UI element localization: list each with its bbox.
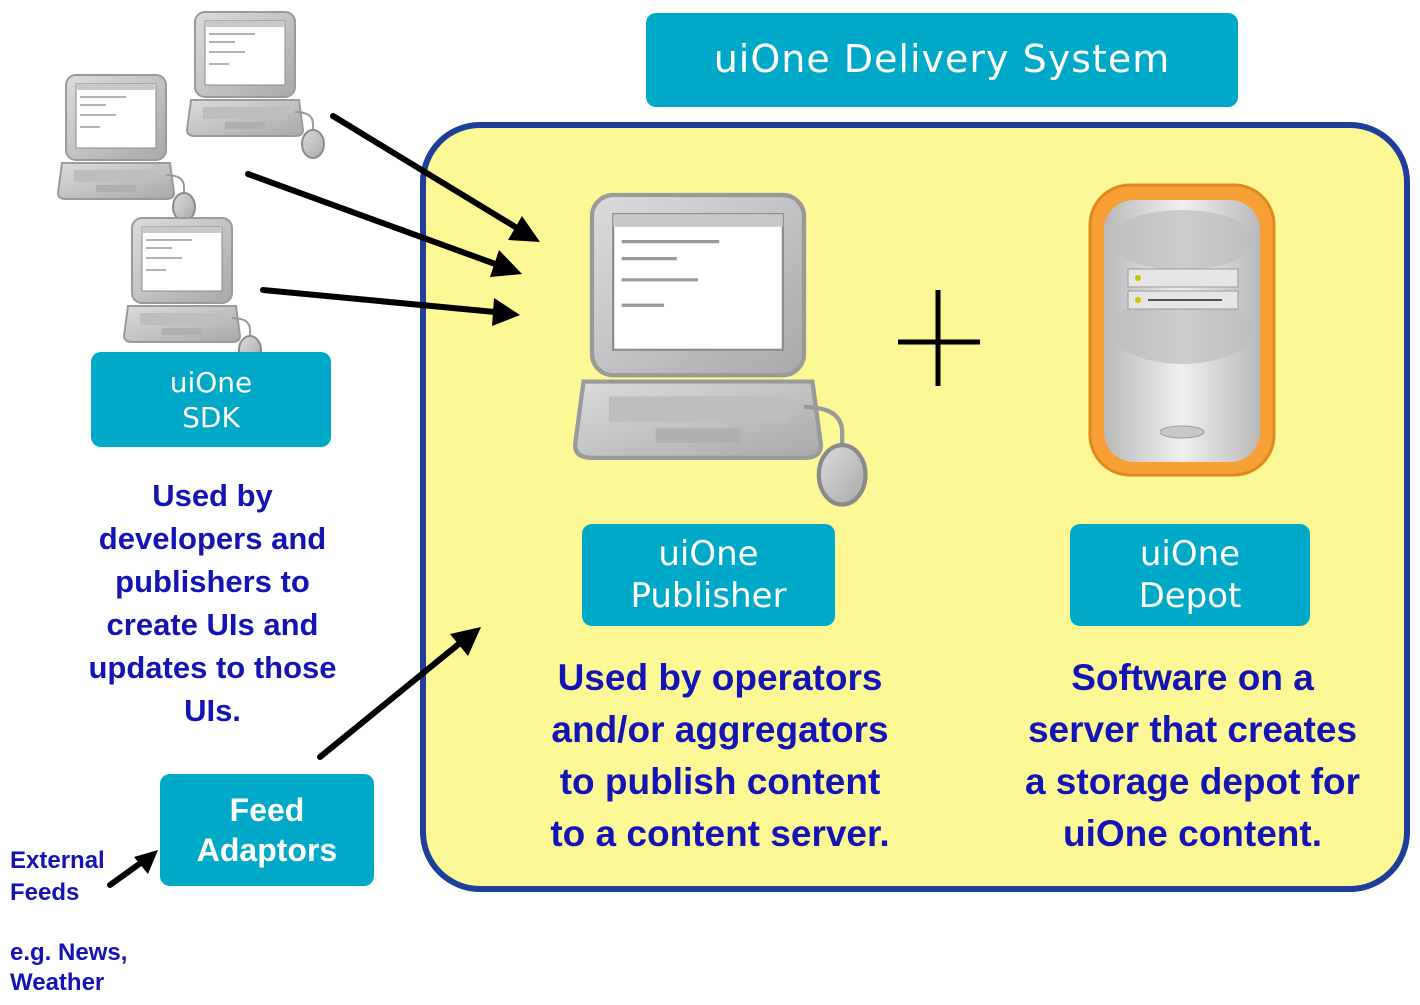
arrow-icon bbox=[245, 171, 522, 277]
publisher-label: uiOne Publisher bbox=[582, 524, 835, 626]
sdk-label-line2: SDK bbox=[182, 400, 240, 434]
feed-examples-line: e.g. News, bbox=[10, 939, 128, 966]
depot-description-line: server that creates bbox=[1027, 709, 1358, 750]
sdk-label-line1: uiOne bbox=[169, 365, 253, 399]
publisher-description-line: to a content server. bbox=[550, 813, 890, 854]
arrow-icon bbox=[107, 850, 158, 888]
depot-label: uiOne Depot bbox=[1070, 524, 1310, 626]
feed-examples-text: e.g. News, Weather bbox=[10, 938, 127, 998]
sdk-description-line: UIs. bbox=[184, 693, 241, 728]
publisher-label-line2: Publisher bbox=[630, 576, 787, 616]
depot-description: Software on a server that creates a stor… bbox=[985, 652, 1400, 860]
publisher-description-line: to publish content bbox=[559, 761, 881, 802]
sdk-description-line: Used by bbox=[152, 478, 273, 513]
depot-description-line: uiOne content. bbox=[1063, 813, 1322, 854]
feed-examples-line: Weather bbox=[10, 969, 105, 996]
sdk-description-line: publishers to bbox=[115, 564, 310, 599]
sdk-description-line: updates to those bbox=[88, 650, 337, 685]
depot-label-line1: uiOne bbox=[1139, 533, 1241, 574]
external-feeds-text: External Feeds bbox=[10, 845, 105, 909]
publisher-description-line: and/or aggregators bbox=[551, 709, 889, 750]
publisher-computer-icon bbox=[575, 195, 865, 505]
sdk-label: uiOne SDK bbox=[91, 352, 331, 447]
arrow-icon bbox=[330, 113, 540, 242]
delivery-system-title: uiOne Delivery System bbox=[646, 13, 1238, 107]
external-feeds-line: External bbox=[10, 847, 105, 874]
publisher-description-line: Used by operators bbox=[557, 657, 883, 698]
publisher-description: Used by operators and/or aggregators to … bbox=[510, 652, 930, 860]
server-icon bbox=[1088, 183, 1276, 477]
delivery-system-title-text: uiOne Delivery System bbox=[713, 37, 1171, 82]
publisher-label-line1: uiOne bbox=[658, 533, 759, 574]
depot-description-line: Software on a bbox=[1071, 657, 1314, 698]
feed-adaptors-label-line2: Adaptors bbox=[196, 832, 338, 868]
depot-description-line: a storage depot for bbox=[1024, 761, 1361, 802]
sdk-description-line: create UIs and bbox=[106, 607, 319, 642]
sdk-description: Used by developers and publishers to cre… bbox=[50, 474, 375, 732]
developer-computer-icon bbox=[57, 74, 196, 222]
arrow-icon bbox=[317, 627, 481, 760]
external-feeds-line: Feeds bbox=[10, 879, 80, 906]
sdk-description-line: developers and bbox=[98, 521, 327, 556]
feed-adaptors-label-line1: Feed bbox=[229, 792, 305, 828]
arrow-icon bbox=[260, 287, 520, 326]
plus-icon bbox=[898, 290, 980, 386]
feed-adaptors-label: Feed Adaptors bbox=[160, 774, 374, 886]
depot-label-line2: Depot bbox=[1138, 576, 1242, 616]
developer-computer-icon bbox=[186, 11, 325, 159]
developer-computer-icon bbox=[123, 217, 262, 365]
